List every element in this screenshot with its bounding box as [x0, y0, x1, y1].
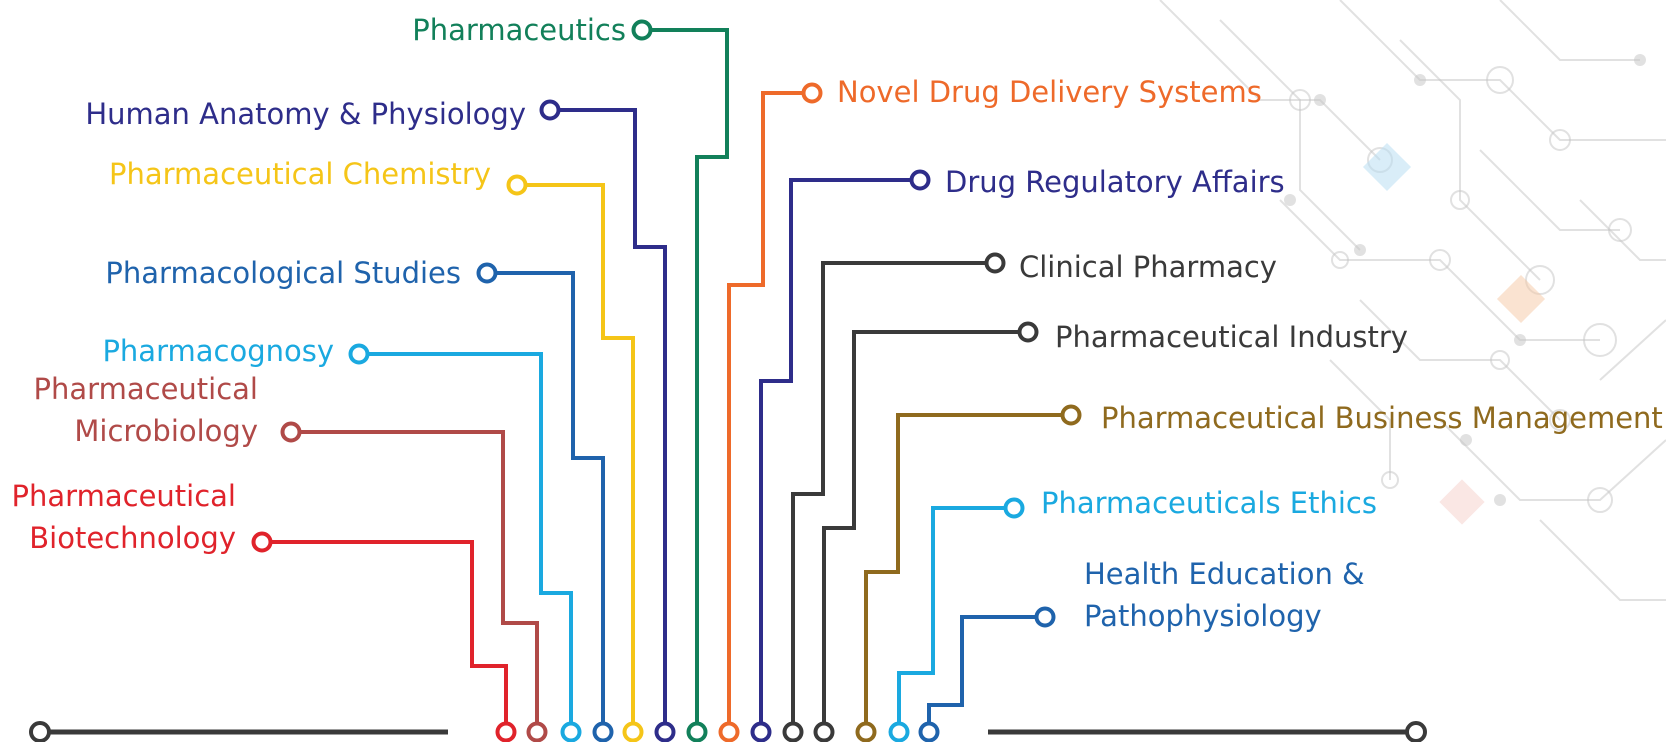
topic-label: Microbiology: [74, 414, 258, 448]
trace-base-node: [592, 721, 614, 742]
topic-label: Pharmaceutical Chemistry: [109, 157, 491, 191]
trace-base-node: [622, 721, 644, 742]
topic-label: Pharmaceutical: [34, 372, 258, 406]
trace-end-node: [984, 252, 1006, 274]
topic-label: Human Anatomy & Physiology: [85, 97, 526, 131]
topic-label: Health Education &: [1084, 557, 1365, 591]
trace-line: [791, 261, 990, 732]
trace-line: [864, 413, 1066, 732]
trace-base-node: [495, 721, 517, 742]
trace-line: [647, 28, 729, 732]
trace-end-node: [909, 169, 931, 191]
trace-line: [727, 91, 807, 732]
topic-label: Pharmaceutical Business Management: [1101, 401, 1663, 435]
trace-base-node: [813, 721, 835, 742]
topic-label: Biotechnology: [29, 521, 236, 555]
trace-end-node: [251, 531, 273, 553]
trace-end-node: [348, 343, 370, 365]
topic-label: Pathophysiology: [1084, 599, 1322, 633]
topic-label: Novel Drug Delivery Systems: [837, 75, 1262, 109]
topic-trace-human-anatomy-physiology: Human Anatomy & Physiology: [85, 97, 676, 742]
trace-end-node: [1060, 404, 1082, 426]
trace-base-node: [526, 721, 548, 742]
topic-label: Pharmaceutical: [12, 479, 236, 513]
topic-label: Pharmaceutical Industry: [1055, 320, 1408, 354]
topic-label: Pharmacological Studies: [105, 256, 461, 290]
trace-base-node: [560, 721, 582, 742]
topic-trace-pharmaceutical-business-management: Pharmaceutical Business Management: [855, 401, 1663, 742]
trace-base-node: [750, 721, 772, 742]
trace-line: [267, 540, 508, 732]
trace-end-node: [476, 262, 498, 284]
trace-end-node: [631, 19, 653, 41]
topic-trace-pharmaceutics: Pharmaceutics: [412, 13, 729, 742]
baseline-right-node: [1405, 721, 1427, 742]
baseline-left-node: [29, 721, 51, 742]
trace-base-node: [782, 721, 804, 742]
trace-end-node: [1017, 321, 1039, 343]
trace-base-node: [855, 721, 877, 742]
topic-label: Pharmaceuticals Ethics: [1041, 486, 1377, 520]
topic-trace-pharmaceuticals-ethics: Pharmaceuticals Ethics: [888, 486, 1377, 742]
baseline-bar: [29, 721, 1427, 742]
trace-end-node: [1003, 497, 1025, 519]
topic-trace-pharmacological-studies: Pharmacological Studies: [105, 256, 614, 742]
trace-base-node: [888, 721, 910, 742]
trace-end-node: [506, 174, 528, 196]
topic-trace-pharmacognosy: Pharmacognosy: [102, 334, 582, 742]
trace-line: [364, 352, 573, 732]
trace-base-node: [918, 721, 940, 742]
trace-base-node: [718, 721, 740, 742]
trace-line: [492, 271, 605, 732]
trace-base-node: [654, 721, 676, 742]
trace-line: [296, 430, 539, 732]
topic-trace-novel-drug-delivery-systems: Novel Drug Delivery Systems: [718, 75, 1262, 742]
topic-label: Clinical Pharmacy: [1019, 250, 1277, 284]
trace-end-node: [539, 99, 561, 121]
trace-line: [555, 108, 667, 732]
topic-label: Drug Regulatory Affairs: [945, 165, 1285, 199]
trace-line: [927, 615, 1040, 732]
topic-trace-pharmaceutical-industry: Pharmaceutical Industry: [813, 320, 1408, 742]
topic-trace-health-education-pathophysiology: Health Education & Pathophysiology: [918, 557, 1365, 742]
topic-label: Pharmacognosy: [102, 334, 334, 368]
trace-line: [897, 506, 1009, 732]
trace-end-node: [801, 82, 823, 104]
trace-end-node: [1034, 606, 1056, 628]
trace-line: [522, 183, 635, 732]
trace-line: [822, 330, 1023, 732]
trace-line: [759, 178, 915, 732]
trace-base-node: [686, 721, 708, 742]
topic-trace-pharmaceutical-chemistry: Pharmaceutical Chemistry: [109, 157, 644, 742]
trace-end-node: [280, 421, 302, 443]
topic-trace-drug-regulatory-affairs: Drug Regulatory Affairs: [750, 165, 1285, 742]
topic-trace-clinical-pharmacy: Clinical Pharmacy: [782, 250, 1277, 742]
topic-label: Pharmaceutics: [412, 13, 626, 47]
